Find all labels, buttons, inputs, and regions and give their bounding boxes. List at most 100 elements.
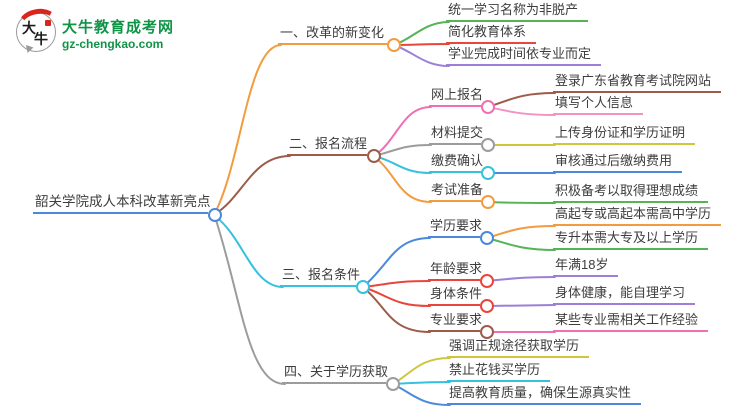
node-b4-child-1[interactable]: 强调正规途径获取学历 <box>447 338 590 358</box>
node-label: 审核通过后缴纳费用 <box>553 153 683 173</box>
branch-toggle-dot[interactable] <box>481 166 495 180</box>
node-b2-gc-1[interactable]: 登录广东省教育考试院网站 <box>553 73 722 93</box>
branch-toggle-dot[interactable] <box>387 38 401 52</box>
node-label: 某些专业需相关工作经验 <box>553 312 709 332</box>
node-label: 身体健康，能自理学习 <box>553 285 696 305</box>
branch-toggle-dot[interactable] <box>208 208 222 222</box>
branch-toggle-dot[interactable] <box>480 274 494 288</box>
connector-line <box>373 144 432 157</box>
node-label: 考试准备 <box>429 182 483 202</box>
node-branch-1[interactable]: 一、改革的新变化 <box>278 25 387 45</box>
branch-toggle-dot[interactable] <box>481 138 495 152</box>
node-b3-child-4[interactable]: 专业要求 <box>428 312 482 332</box>
node-b1-child-2[interactable]: 简化教育体系 <box>446 24 537 44</box>
node-b2-child-3[interactable]: 缴费确认 <box>429 153 483 173</box>
logo-seal-icon <box>45 20 51 26</box>
branch-toggle-dot[interactable] <box>386 377 400 391</box>
node-b3-child-2[interactable]: 年龄要求 <box>428 261 482 281</box>
node-b4-child-2[interactable]: 禁止花钱买学历 <box>447 362 551 382</box>
node-label: 材料提交 <box>429 125 483 145</box>
node-b3-gc-1[interactable]: 高起专或高起本需高中学历 <box>553 206 722 226</box>
node-label: 一、改革的新变化 <box>278 25 387 45</box>
connector-line <box>362 237 431 288</box>
node-label: 登录广东省教育考试院网站 <box>553 73 722 93</box>
connector-line <box>214 155 291 215</box>
node-label: 四、关于学历获取 <box>282 364 388 384</box>
node-label: 专业要求 <box>428 312 482 332</box>
connector-line <box>392 357 451 385</box>
node-branch-3[interactable]: 三、报名条件 <box>280 267 360 287</box>
logo-char: 大 <box>22 20 36 36</box>
node-label: 填写个人信息 <box>553 95 644 115</box>
node-b3-child-3[interactable]: 身体条件 <box>428 286 482 306</box>
node-label: 年满18岁 <box>553 257 619 277</box>
node-label: 禁止花钱买学历 <box>447 362 551 382</box>
node-branch-4[interactable]: 四、关于学历获取 <box>282 364 388 384</box>
node-b3-gc-5[interactable]: 某些专业需相关工作经验 <box>553 312 709 332</box>
node-b2-child-4[interactable]: 考试准备 <box>429 182 483 202</box>
node-b1-child-3[interactable]: 学业完成时间依专业而定 <box>446 46 602 66</box>
node-label: 三、报名条件 <box>280 267 360 287</box>
connector-line <box>392 381 451 385</box>
connector-line <box>486 304 556 307</box>
node-label: 二、报名流程 <box>287 136 367 156</box>
node-label: 提高教育质量，确保生源真实性 <box>447 385 642 405</box>
node-label: 身体条件 <box>428 286 482 306</box>
node-b2-gc-3[interactable]: 上传身份证和学历证明 <box>553 125 696 145</box>
node-label: 韶关学院成人本科改革新亮点 <box>33 194 211 214</box>
branch-toggle-dot[interactable] <box>480 299 494 313</box>
connector-line <box>362 280 431 288</box>
node-b1-child-1[interactable]: 统一学习名称为非脱产 <box>446 2 589 22</box>
branch-toggle-dot[interactable] <box>480 231 494 245</box>
connector-line <box>393 43 450 46</box>
node-b2-gc-5[interactable]: 积极备考以取得理想成绩 <box>553 183 709 203</box>
node-branch-2[interactable]: 二、报名流程 <box>287 136 367 156</box>
node-b2-child-2[interactable]: 材料提交 <box>429 125 483 145</box>
node-b2-gc-4[interactable]: 审核通过后缴纳费用 <box>553 153 683 173</box>
connector-line <box>214 215 284 288</box>
connector-line <box>487 92 556 108</box>
connector-line <box>362 286 431 333</box>
connector-line <box>393 21 450 46</box>
logo-char: 牛 <box>34 31 48 47</box>
node-label: 统一学习名称为非脱产 <box>446 2 589 22</box>
node-label: 上传身份证和学历证明 <box>553 125 696 145</box>
connector-line <box>373 106 432 157</box>
connector-line <box>487 201 556 204</box>
node-b2-child-1[interactable]: 网上报名 <box>429 87 483 107</box>
site-logo[interactable]: 大 牛 大牛教育成考网 gz-chengkao.com <box>14 5 204 62</box>
node-label: 缴费确认 <box>429 153 483 173</box>
node-b3-gc-3[interactable]: 年满18岁 <box>553 257 619 277</box>
branch-toggle-dot[interactable] <box>481 100 495 114</box>
branch-toggle-dot[interactable] <box>367 149 381 163</box>
node-b3-child-1[interactable]: 学历要求 <box>428 218 482 238</box>
connector-line <box>393 44 450 67</box>
connector-line <box>392 383 451 406</box>
connector-line <box>486 237 556 251</box>
connector-line <box>362 286 431 307</box>
node-label: 简化教育体系 <box>446 24 537 44</box>
node-label: 年龄要求 <box>428 261 482 281</box>
node-label: 强调正规途径获取学历 <box>447 338 590 358</box>
daniu-bull-logo-icon: 大 牛 <box>15 5 61 58</box>
node-label: 积极备考以取得理想成绩 <box>553 183 709 203</box>
logo-speech-tail <box>22 45 34 58</box>
connector-line <box>214 216 286 385</box>
connector-line <box>487 106 556 116</box>
node-label: 学历要求 <box>428 218 482 238</box>
node-root[interactable]: 韶关学院成人本科改革新亮点 <box>33 194 211 214</box>
branch-toggle-dot[interactable] <box>480 325 494 339</box>
connector-line <box>373 155 432 203</box>
branch-toggle-dot[interactable] <box>356 280 370 294</box>
node-label: 高起专或高起本需高中学历 <box>553 206 722 226</box>
node-label: 网上报名 <box>429 87 483 107</box>
node-b3-gc-2[interactable]: 专升本需大专及以上学历 <box>553 230 709 250</box>
connector-line <box>214 44 282 214</box>
node-b4-child-3[interactable]: 提高教育质量，确保生源真实性 <box>447 385 642 405</box>
site-name: 大牛教育成考网 <box>62 19 175 36</box>
node-b3-gc-4[interactable]: 身体健康，能自理学习 <box>553 285 696 305</box>
site-url: gz-chengkao.com <box>62 37 164 51</box>
branch-toggle-dot[interactable] <box>481 195 495 209</box>
node-b2-gc-2[interactable]: 填写个人信息 <box>553 95 644 115</box>
